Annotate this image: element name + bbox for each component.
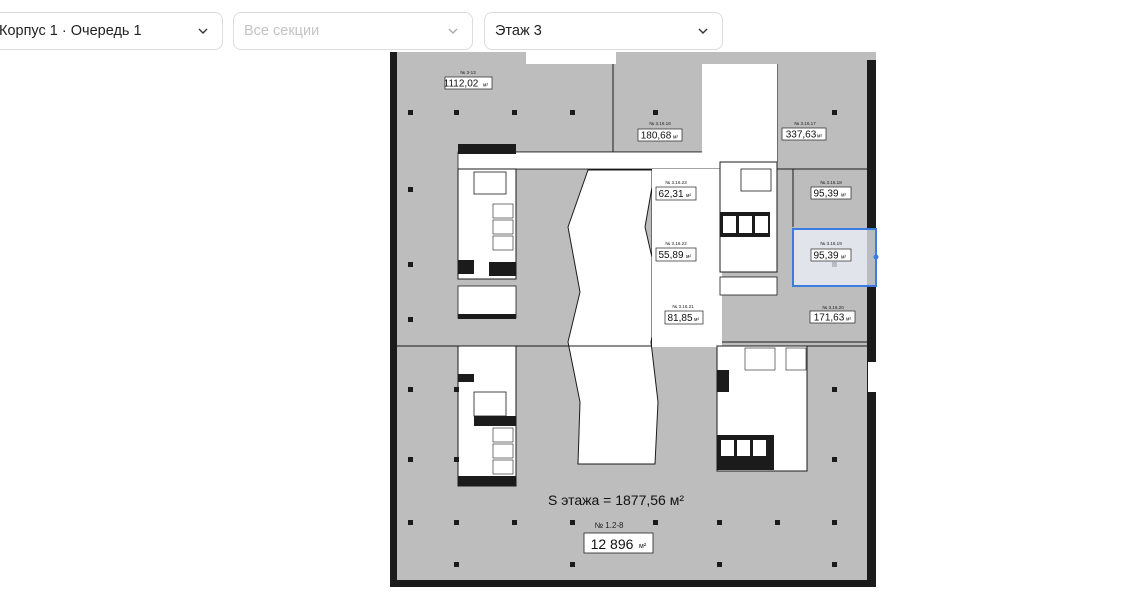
unit-area: 95,39	[813, 189, 838, 200]
unit-label-3-16-19[interactable]: № 3.16.19 95,39 м²	[810, 241, 852, 262]
core-upper-right	[719, 161, 778, 296]
unit-number: № 1.2-8	[594, 521, 624, 530]
unit-number: № 3.16.23	[665, 180, 687, 185]
unit-number: № 3.16.16	[649, 121, 671, 126]
core-lower-right	[716, 345, 808, 472]
section-placeholder: Все секции	[244, 23, 320, 39]
unit-area: 12 896	[591, 536, 634, 552]
unit-measure: м²	[483, 83, 488, 89]
unit-label-3-16-21[interactable]: № 3.16.21 81,85 м²	[664, 304, 704, 325]
unit-measure: м²	[686, 254, 691, 260]
unit-number: № 3.16.18	[820, 180, 842, 185]
unit-number: № 3-13	[460, 70, 476, 75]
floor-value: Этаж 3	[495, 23, 542, 39]
unit-number: № 3.16.19	[820, 241, 842, 246]
unit-measure: м²	[846, 317, 851, 323]
unit-area: 95,39	[813, 251, 838, 262]
unit-area: 55,89	[658, 250, 683, 261]
unit-label-3-16-17[interactable]: № 3.16.17 337,63 м²	[781, 121, 827, 141]
unit-number: № 3.16.22	[665, 241, 687, 246]
building-queue-value: Корпус 1 · Очередь 1	[0, 23, 142, 39]
unit-area: 180,68	[641, 131, 672, 142]
floor-total-area: S этажа = 1877,56 м²	[548, 492, 684, 508]
chevron-down-icon	[196, 24, 210, 38]
unit-area: 62,31	[658, 189, 683, 200]
unit-measure: м²	[639, 543, 647, 550]
unit-label-3-16-23[interactable]: № 3.16.23 62,31 м²	[655, 180, 697, 201]
unit-area: 171,63	[814, 313, 845, 324]
building-queue-select[interactable]: Корпус 1 · Очередь 1	[0, 12, 223, 50]
unit-number: № 3.16.17	[794, 121, 816, 126]
unit-label-3-16-20[interactable]: № 3.16.20 171,63 м²	[809, 305, 856, 324]
unit-number: № 3.16.20	[822, 305, 844, 310]
unit-measure: м²	[694, 317, 699, 323]
unit-measure: м²	[686, 193, 691, 199]
unit-measure: м²	[817, 134, 822, 140]
unit-label-3-13[interactable]: № 3-13 1112,02 м²	[444, 70, 493, 90]
core-lower-left	[457, 345, 517, 487]
core-upper-left	[457, 144, 517, 319]
unit-label-3-16-22[interactable]: № 3.16.22 55,89 м²	[655, 241, 697, 262]
unit-label-1-2-8[interactable]: № 1.2-8 12 896 м²	[583, 521, 654, 554]
section-select[interactable]: Все секции	[233, 12, 473, 50]
chevron-down-icon	[696, 24, 710, 38]
unit-label-3-16-18[interactable]: № 3.16.18 95,39 м²	[810, 180, 852, 200]
unit-label-3-16-16[interactable]: № 3.16.16 180,68 м²	[637, 121, 683, 142]
unit-measure: м²	[841, 193, 846, 199]
unit-area: 337,63	[786, 130, 817, 141]
chevron-down-icon	[446, 24, 460, 38]
unit-measure: м²	[841, 255, 846, 261]
unit-area: 1112,02	[444, 79, 479, 90]
unit-area: 81,85	[667, 313, 692, 324]
atrium-void	[567, 169, 661, 465]
unit-measure: м²	[673, 135, 678, 141]
floor-plan: № 3-13 1112,02 м² № 3.16.16 180,68 м² № …	[390, 52, 879, 587]
columns-grid	[408, 110, 837, 567]
floor-select[interactable]: Этаж 3	[484, 12, 723, 50]
unit-number: № 3.16.21	[672, 304, 694, 309]
